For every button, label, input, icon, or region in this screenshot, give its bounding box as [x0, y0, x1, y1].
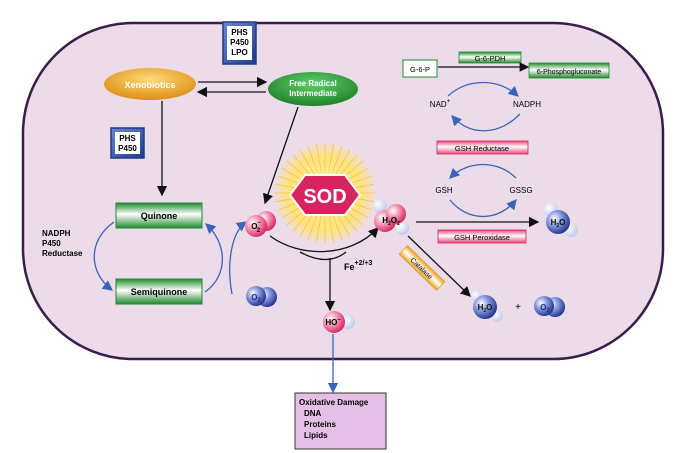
sod-ray: [315, 143, 322, 172]
sod-ray: [307, 145, 318, 173]
sod-ray: [307, 213, 318, 241]
free-radical-label-1: Free Radical: [289, 79, 337, 88]
reductase-label-3: Reductase: [42, 249, 83, 258]
oxidative-item-dna: DNA: [304, 409, 322, 418]
g6p-label: G-6-P: [410, 65, 430, 74]
g6pdh-box: [458, 51, 522, 64]
gsh-reductase-box: [436, 140, 529, 155]
hydroxyl-radical-molecule: HO–: [323, 311, 355, 333]
sod-enzyme: SOD: [273, 141, 377, 245]
sod-ray: [335, 149, 351, 175]
gsh-peroxidase-box: [437, 229, 527, 244]
p450-label-2: P450: [118, 144, 137, 153]
h2o-label-right: H2O: [551, 218, 566, 229]
nadph-label: NADPH: [513, 100, 541, 109]
sod-ray: [292, 154, 312, 177]
oxidative-title: Oxidative Damage: [299, 398, 369, 407]
phosphogluconate-label: 6-Phosphogluconate: [537, 69, 601, 76]
sod-ray: [299, 149, 315, 175]
reductase-label-2: P450: [42, 239, 61, 248]
sod-ray: [328, 214, 335, 243]
arrow-gssg-to-gsh: [449, 164, 517, 179]
sod-label: SOD: [303, 186, 346, 208]
h2o-label-bottom: H2O: [478, 303, 493, 314]
hydroxyl-label: HO–: [325, 317, 341, 327]
arrow-o2-to-superoxide: [229, 221, 248, 295]
superoxide-label: O–2: [251, 220, 261, 234]
reductase-label-1: NADPH: [42, 229, 71, 238]
lpo-label: LPO: [231, 48, 247, 57]
gssg-label: GSSG: [509, 186, 532, 195]
arrow-semiquinone-to-quinone: [204, 223, 224, 293]
h2o-molecule-bottom: H2O: [471, 290, 503, 322]
free-radical-node: [268, 72, 358, 106]
phosphogluconate-box: [528, 62, 610, 79]
xenobiotics-node: [104, 68, 196, 100]
h2o2-molecule: H2O2: [373, 199, 409, 235]
oxidative-item-proteins: Proteins: [304, 420, 337, 429]
arrow-radical-to-superoxide: [263, 106, 299, 205]
p450-label: P450: [230, 38, 249, 47]
o2-label-left: O2: [251, 293, 261, 304]
gsh-label: GSH: [435, 186, 453, 195]
arrow-superoxide-to-h2o2: [269, 227, 379, 253]
nad-label: NAD+: [430, 99, 451, 109]
sod-ray: [332, 213, 343, 241]
enzyme-box-phs-p450: PHS P450: [110, 127, 145, 159]
phs-label: PHS: [231, 28, 248, 37]
gsh-peroxidase-label: GSH Peroxidase: [454, 233, 510, 242]
sod-ray: [299, 211, 315, 237]
arrow-catalase: [407, 235, 471, 297]
quinone-label: Quinone: [141, 211, 178, 221]
phs-label-2: PHS: [119, 134, 136, 143]
fenton-curve: [299, 251, 347, 261]
sod-ray: [338, 154, 358, 177]
sod-ray: [335, 211, 351, 237]
superoxide-molecule: O–2: [245, 211, 276, 237]
arrow-gsh-to-gssg: [449, 198, 517, 218]
arrow-nadph-to-nad: [451, 113, 521, 132]
enzyme-box-phs-p450-lpo: PHS P450 LPO: [222, 21, 257, 65]
sod-ray: [328, 143, 335, 172]
free-radical-label-2: Intermediate: [289, 89, 337, 98]
arrow-nad-to-nadph: [447, 81, 519, 97]
sod-ray: [332, 145, 343, 173]
plus-sign: +: [515, 302, 521, 313]
oxidative-item-lipids: Lipids: [304, 431, 328, 440]
fe-label: Fe+2/+3: [344, 260, 373, 272]
arrow-quinone-to-semiquinone: [93, 221, 115, 291]
semiquinone-label: Semiquinone: [131, 287, 188, 297]
g6p-box: [402, 59, 438, 78]
quinone-box: [115, 202, 203, 229]
xenobiotics-label: Xenobiotics: [124, 80, 175, 90]
o2-label-right: O2: [540, 303, 550, 314]
o2-molecule-left: O2: [246, 286, 277, 307]
sod-ray: [315, 214, 322, 243]
o2-molecule-right: O2: [534, 296, 565, 317]
h2o2-label: H2O2: [382, 216, 400, 227]
oxidative-damage-box: [294, 392, 387, 450]
gsh-reductase-label: GSH Reductase: [455, 144, 509, 153]
sod-hexagon: [288, 174, 362, 216]
h2o-molecule-right: H2O: [544, 203, 578, 237]
semiquinone-box: [115, 278, 203, 305]
g6pdh-label: G-6-PDH: [475, 54, 506, 63]
